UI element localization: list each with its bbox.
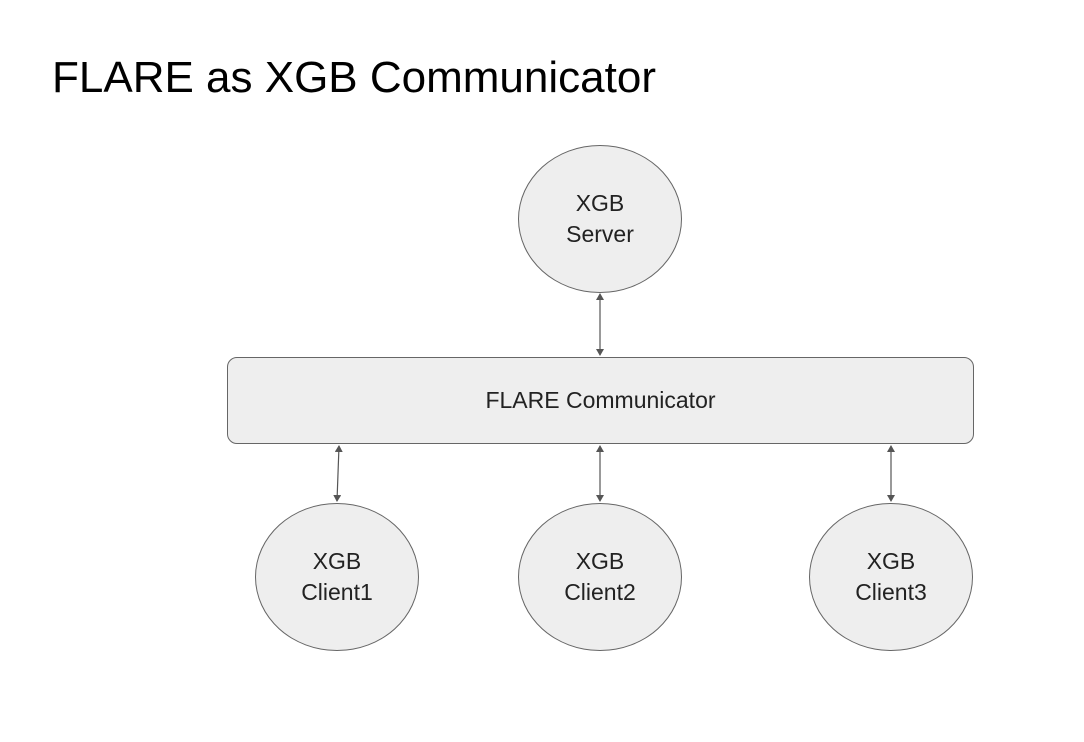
connector-client1 bbox=[333, 445, 343, 502]
xgb-client1-node: XGB Client1 bbox=[255, 503, 419, 651]
flare-communicator-box: FLARE Communicator bbox=[227, 357, 974, 444]
node-label-line2: Client1 bbox=[301, 579, 373, 605]
node-label-line2: Client3 bbox=[855, 579, 927, 605]
communicator-label: FLARE Communicator bbox=[485, 387, 716, 413]
xgb-client2-node: XGB Client2 bbox=[518, 503, 682, 651]
xgb-client3-node: XGB Client3 bbox=[809, 503, 973, 651]
node-label-line1: XGB bbox=[866, 548, 916, 574]
node-label-line2: Client2 bbox=[564, 579, 636, 605]
node-label-line1: XGB bbox=[575, 548, 625, 574]
node-label-line1: XGB bbox=[575, 190, 625, 216]
xgb-server-node: XGB Server bbox=[518, 145, 682, 293]
node-label-line2: Server bbox=[566, 221, 634, 247]
node-label-line1: XGB bbox=[312, 548, 362, 574]
slide-title: FLARE as XGB Communicator bbox=[52, 53, 656, 102]
